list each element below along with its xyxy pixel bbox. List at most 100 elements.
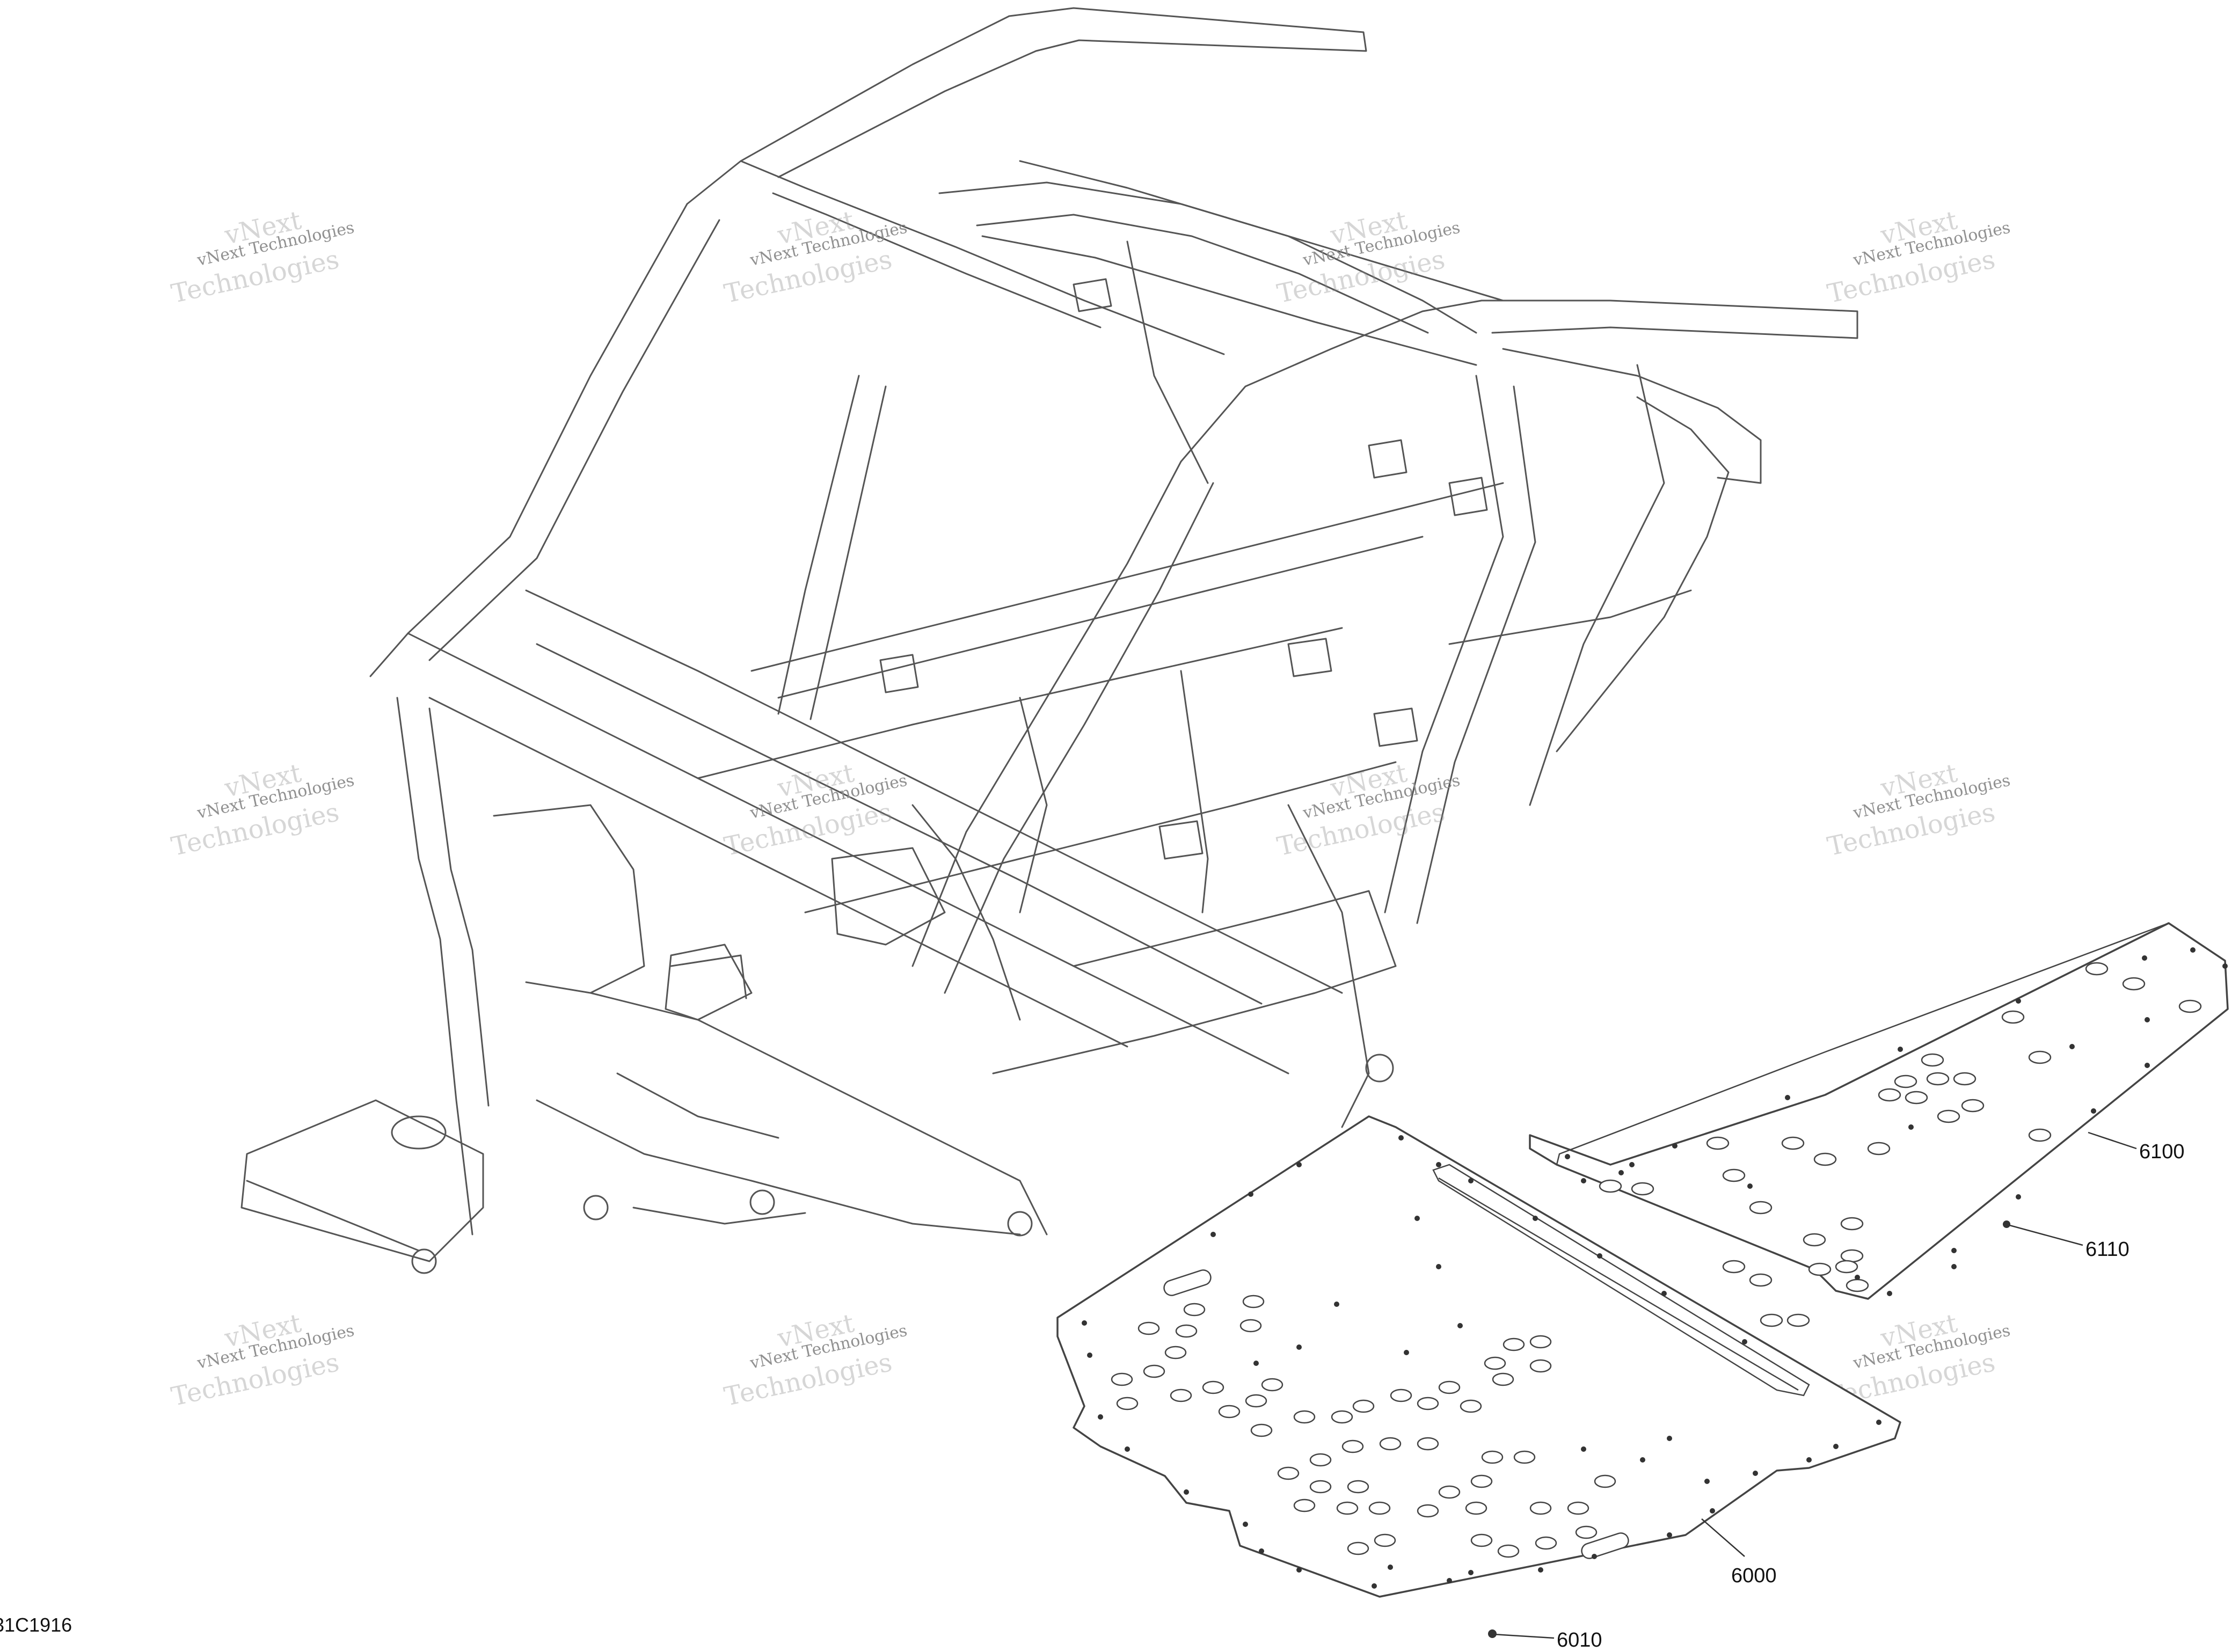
panel-hole <box>1749 1273 1773 1287</box>
panel-hole <box>1840 1249 1864 1263</box>
fastener-dot <box>1898 1047 1903 1052</box>
fastener-dot <box>1710 1508 1715 1514</box>
panel-hole <box>1331 1410 1353 1424</box>
panel-hole <box>1513 1450 1536 1464</box>
fastener-dot <box>1667 1436 1672 1441</box>
panel-hole <box>1336 1501 1359 1515</box>
panel-hole <box>1470 1474 1493 1488</box>
panel-hole <box>1497 1544 1520 1558</box>
panel-hole <box>2122 977 2146 991</box>
fastener-dot <box>1887 1291 1892 1296</box>
panel-hole <box>1261 1378 1283 1392</box>
panel-hole <box>1309 1480 1332 1494</box>
panel-hole <box>2028 1050 2052 1064</box>
fastener-dot <box>1597 1253 1602 1259</box>
panel-hole <box>1722 1260 1746 1274</box>
panel-hole <box>1529 1501 1552 1515</box>
fastener-dot <box>1404 1350 1409 1355</box>
panel-hole <box>1503 1337 1525 1351</box>
panel-hole <box>1417 1504 1439 1518</box>
fastener-dot <box>1565 1154 1570 1159</box>
panel-hole <box>1905 1091 1928 1105</box>
panel-hole <box>1137 1321 1160 1335</box>
panel-hole <box>1250 1423 1273 1437</box>
panel-hole <box>1374 1533 1396 1547</box>
callout-6000: 6000 <box>1731 1565 1777 1587</box>
panel-hole <box>1352 1399 1375 1413</box>
panel-hole <box>1218 1405 1241 1419</box>
fastener-dot <box>1414 1216 1420 1221</box>
panel-hole <box>1575 1525 1598 1539</box>
panel-hole <box>1921 1053 1944 1067</box>
panel-hole <box>1706 1136 1730 1150</box>
fastener-dot <box>1876 1420 1881 1425</box>
fastener-dot <box>1833 1444 1839 1449</box>
panel-hole <box>1803 1233 1826 1247</box>
panel-hole <box>1535 1536 1557 1550</box>
panel-hole <box>1116 1397 1139 1410</box>
fastener-dot <box>1248 1192 1253 1197</box>
fastener-dot <box>1243 1522 1248 1527</box>
fastener-dot <box>1296 1162 1302 1167</box>
panel-hole <box>1492 1372 1514 1386</box>
panel-hole <box>1894 1074 1917 1088</box>
fastener-dot <box>1855 1275 1860 1280</box>
fastener-dot <box>1468 1570 1474 1575</box>
fastener-dot <box>1785 1095 1790 1100</box>
panel-hole <box>1239 1319 1262 1333</box>
vehicle-frame-drawing <box>240 7 1858 1274</box>
panel-hole <box>1164 1346 1187 1359</box>
fastener-dot <box>1334 1302 1339 1307</box>
callout-leaders <box>1488 1131 2137 1639</box>
panel-hole <box>1460 1399 1482 1413</box>
fastener-dot <box>1259 1548 1264 1554</box>
panel-hole <box>1438 1485 1461 1499</box>
fastener-dot <box>1184 1489 1189 1495</box>
fastener-dot <box>1661 1291 1667 1296</box>
panel-hole <box>1347 1480 1369 1494</box>
panel-hole <box>1953 1072 1977 1086</box>
panel-hole <box>2085 962 2109 976</box>
panel-hole <box>1631 1182 1654 1196</box>
fastener-dot <box>2145 1017 2150 1022</box>
panel-hole <box>1786 1313 1810 1327</box>
fastener-dot <box>2091 1108 2096 1114</box>
fastener-dot <box>1082 1320 1087 1326</box>
panel-hole <box>1438 1380 1461 1394</box>
fastener-dot <box>1704 1479 1710 1484</box>
panel-hole <box>1808 1262 1832 1276</box>
panel-hole <box>1781 1136 1805 1150</box>
panel-hole <box>1417 1437 1439 1451</box>
callout-6100: 6100 <box>2139 1141 2185 1163</box>
fastener-dot <box>1742 1339 1747 1344</box>
panel-hole <box>1813 1152 1837 1166</box>
panel-hole <box>2028 1128 2052 1142</box>
fastener-dot <box>1468 1178 1474 1183</box>
panel-hole <box>1529 1335 1552 1349</box>
panel-hole <box>1242 1295 1265 1309</box>
panel-hole <box>1878 1088 1901 1102</box>
fastener-dot <box>2222 963 2228 969</box>
fastener-dot <box>1388 1565 1393 1570</box>
fastener-dot <box>1253 1361 1259 1366</box>
panel-hole <box>1379 1437 1402 1451</box>
panel-hole <box>1111 1372 1133 1386</box>
fastener-dot <box>1447 1578 1452 1583</box>
fastener-dot <box>1436 1162 1441 1167</box>
fastener-dot <box>2190 947 2196 953</box>
callout-labels: 6100 6110 6000 6010 <box>1557 1141 2185 1651</box>
panel-hole <box>1599 1179 1622 1193</box>
panel-hole <box>1202 1380 1224 1394</box>
panel-hole <box>1567 1501 1589 1515</box>
panel-slot <box>1581 1532 1629 1559</box>
panel-hole <box>1594 1474 1616 1488</box>
panel-hole <box>2001 1010 2025 1024</box>
